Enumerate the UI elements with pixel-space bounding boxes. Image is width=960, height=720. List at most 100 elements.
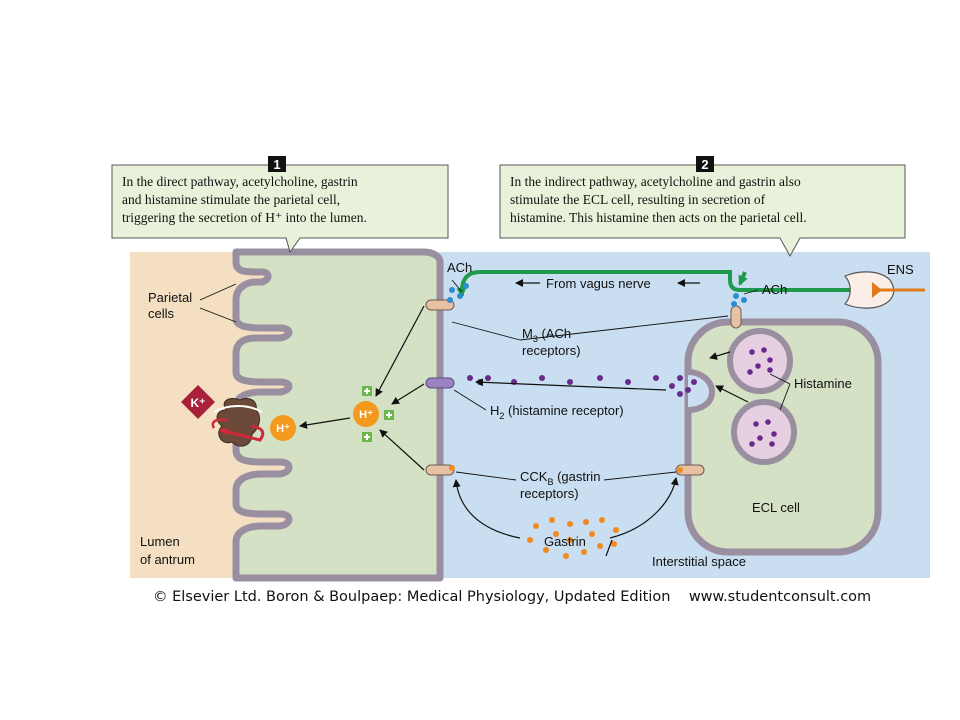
- leader-cckb: [455, 471, 677, 481]
- histamine-dot: [467, 375, 473, 381]
- ens-label: ENS: [887, 262, 914, 277]
- gastrin-dot: [533, 523, 539, 529]
- parietal-cell: [232, 248, 444, 582]
- ens-neuron: [843, 271, 895, 309]
- callout-2-number: 2: [701, 157, 708, 172]
- cckb-receptor-ecl: [675, 464, 705, 476]
- acetylcholine-dot: [449, 287, 455, 293]
- copyright-credit: © Elsevier Ltd. Boron & Boulpaep: Medica…: [153, 589, 871, 605]
- arrow-gastrin-down: [605, 539, 613, 557]
- callout-1-line-3: triggering the secretion of H⁺ into the …: [122, 210, 367, 225]
- ecl-exocytosis-pocket: [687, 369, 716, 413]
- gastrin-dot: [583, 519, 589, 525]
- callout-1: 1 In the direct pathway, acetylcholine, …: [111, 156, 449, 254]
- acetylcholine-dot: [741, 297, 747, 303]
- h2-receptor: [425, 377, 455, 389]
- ens-terminal: [872, 282, 882, 298]
- callout-2: 2 In the indirect pathway, acetylcholine…: [499, 156, 906, 258]
- gastrin-molecules: [449, 465, 683, 559]
- callout-2-line-2: stimulate the ECL cell, resulting in sec…: [510, 192, 766, 207]
- histamine-granule-dot: [749, 441, 755, 447]
- histamine-granule-dot: [757, 435, 763, 441]
- arrow-gastrin-to-parietal: [452, 479, 521, 539]
- gastrin-dot: [597, 543, 603, 549]
- histamine-dot: [567, 379, 573, 385]
- histamine-granule-dot: [767, 367, 773, 373]
- h-ion-lumen-side: H⁺: [270, 415, 296, 441]
- histamine-granule-dot: [747, 369, 753, 375]
- gastrin-dot: [563, 553, 569, 559]
- histamine-dot: [669, 383, 675, 389]
- arrow-granule-to-pocket: [709, 351, 731, 360]
- callout-2-line-1: In the indirect pathway, acetylcholine a…: [510, 174, 801, 189]
- leader-m3: [451, 315, 729, 341]
- arrow-cckb-to-hplus: [379, 429, 425, 471]
- histamine-granule: [731, 399, 797, 465]
- k-influx-arrow: [211, 418, 229, 429]
- gastrin-dot: [449, 465, 455, 471]
- gastrin-dot: [543, 547, 549, 553]
- histamine-granule-dot: [753, 421, 759, 427]
- arrow-h2-to-hplus: [391, 383, 425, 405]
- gastrin-dot: [589, 531, 595, 537]
- histamine-dot: [485, 375, 491, 381]
- ecl-cell-label: ECL cell: [752, 500, 800, 515]
- histamine-granule-dot: [761, 347, 767, 353]
- acetylcholine-dot: [463, 283, 469, 289]
- vagus-nerve-fiber: [456, 270, 870, 298]
- histamine-granule-dot: [765, 419, 771, 425]
- histamine-granule-dot: [769, 441, 775, 447]
- m3-label-line-2: receptors): [522, 343, 581, 358]
- histamine-dot: [653, 375, 659, 381]
- cckb-label: CCKB (gastrin: [520, 469, 600, 487]
- h-ion-label: H⁺: [276, 423, 290, 435]
- vagus-nerve-branch-ecl: [738, 271, 748, 286]
- histamine-granule-dot: [749, 349, 755, 355]
- histamine-granule: [727, 328, 793, 394]
- m3-receptor-ecl: [730, 305, 742, 329]
- gastrin-label: Gastrin: [544, 534, 586, 549]
- arrow-histamine-release: [475, 378, 667, 391]
- leader-parietal-cells: [199, 283, 237, 323]
- ach-label-top: ACh: [447, 260, 472, 275]
- h-ion-cytoplasm: H⁺: [353, 401, 379, 427]
- m3-label: M3 (ACh: [522, 326, 571, 344]
- histamine-granule-dot: [771, 431, 777, 437]
- lumen-label-1: Lumen: [140, 534, 180, 549]
- arrow-m3-to-hplus: [375, 305, 425, 397]
- acetylcholine-dot: [731, 301, 737, 307]
- gastrin-dot: [527, 537, 533, 543]
- histamine-dot: [677, 375, 683, 381]
- histamine-label: Histamine: [794, 376, 852, 391]
- gastrin-dot: [567, 537, 573, 543]
- histamine-dot: [691, 379, 697, 385]
- acetylcholine-molecules: [447, 283, 747, 307]
- callout-1-number: 1: [273, 157, 280, 172]
- callout-1-line-2: and histamine stimulate the parietal cel…: [122, 192, 340, 207]
- histamine-granule-dot: [755, 363, 761, 369]
- gastrin-dot: [553, 531, 559, 537]
- leader-ach-top: [451, 279, 463, 293]
- gastrin-dot: [581, 549, 587, 555]
- histamine-dot: [539, 375, 545, 381]
- interstitial-space-label: Interstitial space: [652, 554, 746, 569]
- gastrin-dot: [599, 517, 605, 523]
- gastrin-dot: [611, 541, 617, 547]
- gastrin-dot: [677, 467, 683, 473]
- gastrin-dot: [567, 521, 573, 527]
- histamine-dot: [677, 391, 683, 397]
- histamine-granule-dots: [747, 347, 777, 447]
- ach-label-ecl: ACh: [762, 282, 787, 297]
- h2-label: H2 (histamine receptor): [490, 403, 624, 421]
- h-efflux-arrow: [219, 424, 265, 442]
- leader-histamine: [769, 373, 791, 411]
- callout-1-line-1: In the direct pathway, acetylcholine, ga…: [122, 174, 358, 189]
- histamine-dot: [685, 387, 691, 393]
- arrow-gastrin-to-ecl: [609, 477, 679, 539]
- plus-glyphs: [364, 388, 392, 440]
- h-ion-label: H⁺: [359, 409, 373, 421]
- lumen-label-2: of antrum: [140, 552, 195, 567]
- cckb-label-line-2: receptors): [520, 486, 579, 501]
- callout-2-line-3: histamine. This histamine then acts on t…: [510, 210, 807, 225]
